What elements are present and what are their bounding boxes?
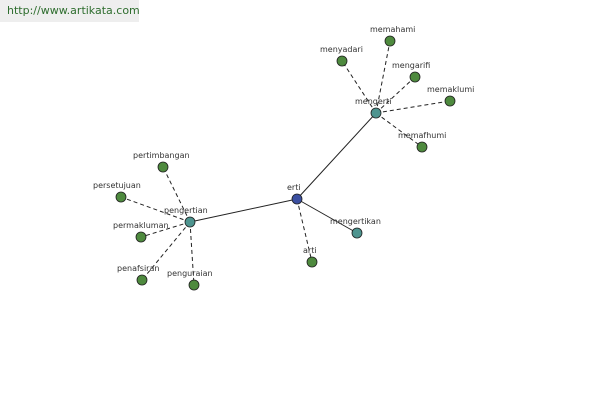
node-label-pengertian: pengertian — [164, 206, 208, 215]
edge-mengerti-memaklumi — [375, 100, 451, 114]
node-persetujuan[interactable] — [115, 191, 127, 203]
edge-erti-arti — [296, 198, 313, 263]
node-memahami[interactable] — [384, 35, 396, 47]
node-label-memahami: memahami — [370, 25, 415, 34]
edge-mengerti-menyadari — [341, 60, 377, 114]
node-label-penafsiran: penafsiran — [117, 264, 159, 273]
node-pertimbangan[interactable] — [157, 161, 169, 173]
edge-mengerti-mengarifi — [375, 76, 416, 114]
node-label-permakluman: permakluman — [113, 221, 169, 230]
node-pengertian[interactable] — [184, 216, 196, 228]
node-label-mengertikan: mengertikan — [330, 217, 381, 226]
node-mengertikan[interactable] — [351, 227, 363, 239]
edge-layer — [120, 40, 451, 286]
node-menyadari[interactable] — [336, 55, 348, 67]
edge-pengertian-permakluman — [140, 221, 191, 238]
node-label-pertimbangan: pertimbangan — [133, 151, 190, 160]
label-layer: erti mengerti pengertian mengertikan arti mem… — [93, 25, 474, 278]
node-label-menyadari: menyadari — [320, 45, 363, 54]
source-url-link[interactable]: http://www.artikata.com — [7, 4, 140, 17]
node-layer — [115, 35, 456, 291]
node-penguraian[interactable] — [188, 279, 200, 291]
node-memaklumi[interactable] — [444, 95, 456, 107]
node-label-persetujuan: persetujuan — [93, 181, 141, 190]
edge-erti-mengertikan — [296, 198, 358, 234]
source-bar: http://www.artikata.com — [0, 0, 140, 22]
edge-pengertian-penguraian — [189, 221, 195, 286]
edge-pengertian-pertimbangan — [162, 166, 191, 223]
node-memafhumi[interactable] — [416, 141, 428, 153]
node-label-mengarifi: mengarifi — [392, 61, 430, 70]
node-label-arti: arti — [303, 246, 317, 255]
node-mengerti[interactable] — [370, 107, 382, 119]
node-label-penguraian: penguraian — [167, 269, 213, 278]
node-permakluman[interactable] — [135, 231, 147, 243]
node-penafsiran[interactable] — [136, 274, 148, 286]
node-label-memaklumi: memaklumi — [427, 85, 474, 94]
edge-pengertian-persetujuan — [120, 196, 191, 223]
edge-mengerti-memahami — [375, 40, 391, 114]
node-label-memafhumi: memafhumi — [398, 131, 446, 140]
edge-erti-pengertian — [189, 198, 298, 223]
node-arti[interactable] — [306, 256, 318, 268]
node-label-erti: erti — [287, 183, 301, 192]
node-label-mengerti: mengerti — [355, 97, 391, 106]
node-erti[interactable] — [291, 193, 303, 205]
edge-mengerti-memafhumi — [375, 112, 423, 148]
edge-pengertian-penafsiran — [141, 221, 191, 281]
node-mengarifi[interactable] — [409, 71, 421, 83]
edge-erti-mengerti — [296, 112, 377, 200]
